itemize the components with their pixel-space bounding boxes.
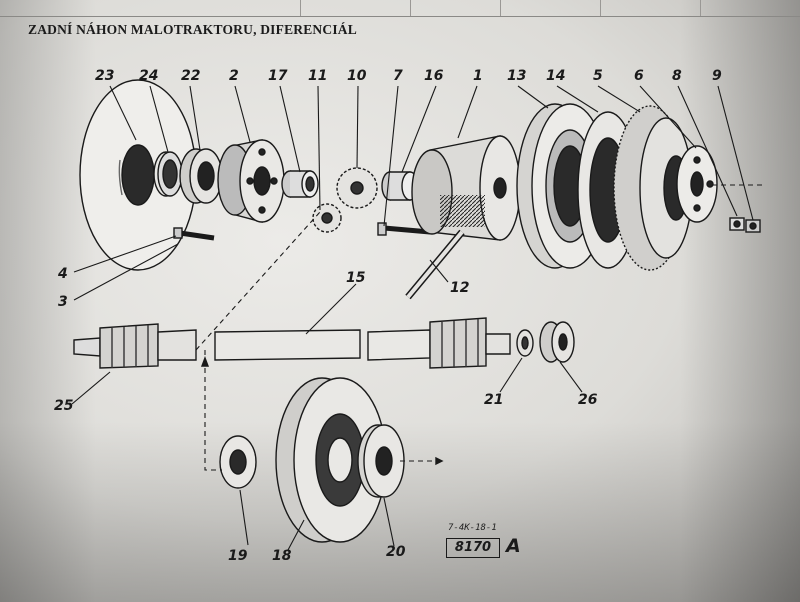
part-11-small-gear (312, 203, 342, 233)
callout-labels: 23 24 22 2 17 11 10 7 16 1 13 14 5 6 8 9… (54, 68, 722, 564)
part-12-pin (405, 229, 465, 300)
part-9-washer (745, 219, 761, 233)
callout-8: 8 (672, 68, 682, 84)
assembly-lines (195, 184, 764, 471)
part-26-bearing (539, 321, 575, 363)
callout-25: 25 (54, 398, 74, 414)
part-24-ring (153, 151, 183, 197)
callout-10: 10 (347, 68, 367, 84)
part-6-flange (676, 145, 718, 223)
part-23-disc (79, 79, 197, 271)
callout-23: 23 (95, 68, 114, 84)
callout-26: 26 (578, 392, 598, 408)
part-25-pinion-shaft (73, 323, 197, 369)
callout-7: 7 (393, 68, 403, 84)
part-2-hub (217, 139, 285, 223)
drawing-code: 7-4K-18-1 (448, 523, 497, 533)
callout-16: 16 (424, 68, 444, 84)
part-16-ring (381, 171, 419, 201)
callout-15: 15 (346, 270, 366, 286)
part-15-axle-shaft (214, 317, 511, 369)
callout-22: 22 (181, 68, 200, 84)
callout-5: 5 (593, 68, 603, 84)
part-17-sleeve (281, 170, 319, 198)
callout-19: 19 (228, 548, 248, 564)
leader-lines (71, 85, 754, 551)
part-18-wheel (275, 377, 387, 543)
part-3-4-bolt (173, 227, 215, 241)
page-title: ZADNÍ NÁHON MALOTRAKTORU, DIFERENCIÁL (28, 22, 357, 37)
part-22-bearing (179, 148, 223, 204)
callout-12: 12 (450, 280, 469, 296)
part-10-gear (336, 167, 378, 209)
callout-18: 18 (272, 548, 292, 564)
callout-14: 14 (546, 68, 565, 84)
callout-3: 3 (58, 294, 68, 310)
cut-off-parts-table (0, 0, 800, 17)
callout-20: 20 (386, 544, 406, 560)
callout-24: 24 (139, 68, 158, 84)
part-1-differential-housing (411, 135, 521, 241)
part-19-seal (219, 435, 257, 489)
callout-17: 17 (268, 68, 288, 84)
part-7-bolt (377, 222, 431, 236)
callout-1: 1 (473, 68, 483, 84)
callout-21: 21 (484, 392, 503, 408)
drawing-number-box: 8170 (446, 538, 500, 558)
part-8-nut (729, 217, 745, 231)
part-5-bevel-gear (613, 105, 693, 271)
part-20-bearing (357, 424, 405, 498)
drawing-revision: A (506, 535, 521, 557)
callout-2: 2 (229, 68, 239, 84)
callout-4: 4 (57, 266, 68, 282)
callout-6: 6 (634, 68, 644, 84)
callout-11: 11 (308, 68, 327, 84)
callout-13: 13 (507, 68, 526, 84)
part-21-ring (516, 329, 534, 357)
callout-9: 9 (712, 68, 722, 84)
